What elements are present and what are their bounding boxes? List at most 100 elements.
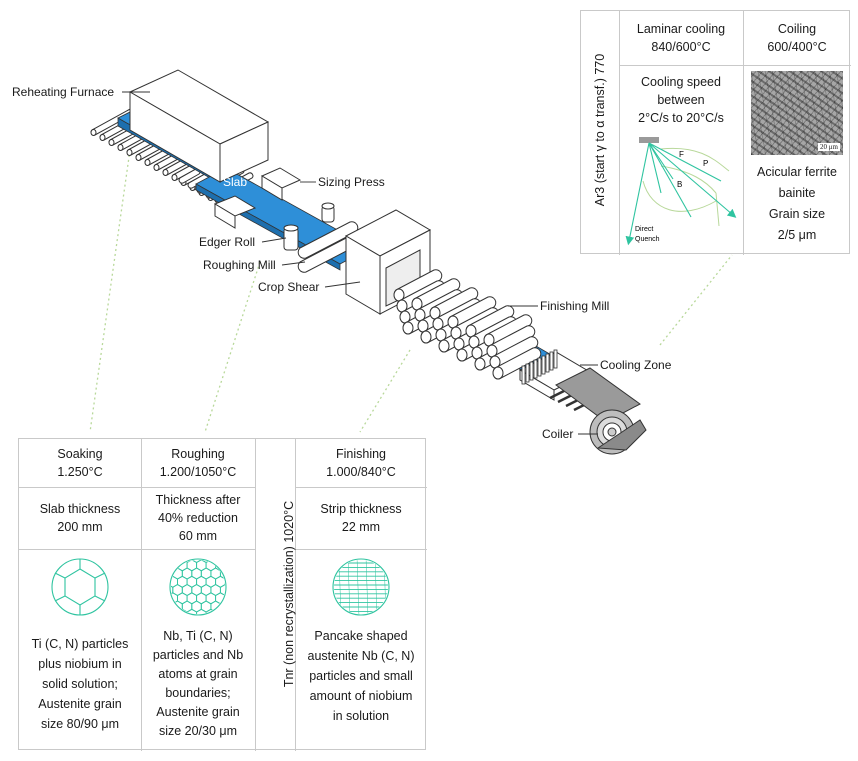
roughing-desc-3: atoms at grain (158, 667, 238, 681)
roughing-desc-2: particles and Nb (152, 648, 244, 662)
roughing-thick-line2: 40% reduction (158, 511, 238, 525)
hex-grain (210, 560, 221, 564)
finishing-thickness: Strip thickness 22 mm (295, 487, 427, 549)
hex-grain (210, 600, 221, 613)
roughing-title: Roughing (171, 447, 225, 461)
hex-grain (219, 560, 225, 564)
cooling-speed-line3: 2°C/s to 20°C/s (638, 111, 724, 125)
roughing-temp: 1.200/1050°C (159, 465, 237, 479)
label-coiler: Coiler (542, 427, 573, 441)
laminar-cooling-header: Laminar cooling 840/600°C (619, 11, 743, 65)
finishing-thick-line1: Strip thickness (320, 502, 402, 516)
soaking-thick-line1: Slab thickness (39, 502, 121, 516)
hex-grain (171, 600, 174, 613)
microstructure-photo: 20 μm (751, 71, 843, 155)
soaking-desc-4: Austenite grain (38, 697, 122, 711)
phase-b-label: B (677, 180, 682, 189)
label-roughing-mill: Roughing Mill (203, 258, 276, 272)
soaking-desc-1: Ti (C, N) particles (31, 637, 129, 651)
result-line3: Grain size (768, 207, 826, 221)
roughing-desc-6: size 20/30 μm (158, 724, 238, 738)
coiling-temp: 600/400°C (767, 40, 827, 54)
sizing-press (213, 167, 302, 229)
roughing-description: Nb, Ti (C, N) particles and Nb atoms at … (141, 621, 255, 747)
finishing-roll (447, 296, 497, 329)
phase-p-label: P (703, 159, 708, 168)
soaking-thickness: Slab thickness 200 mm (19, 487, 141, 549)
label-reheating-furnace: Reheating Furnace (12, 85, 114, 99)
micro-scale-label: 20 μm (818, 143, 840, 151)
hex-grain (224, 608, 225, 614)
roughing-header: Roughing 1.200/1050°C (141, 439, 255, 487)
phase-f-label: F (679, 150, 684, 159)
roughing-desc-5: Austenite grain (156, 705, 240, 719)
label-sizing-press: Sizing Press (318, 175, 385, 189)
laminar-temp: 840/600°C (651, 40, 711, 54)
pancake-divider (356, 560, 360, 614)
hex-grain (215, 608, 225, 614)
soaking-thick-line2: 200 mm (57, 520, 103, 534)
soaking-temp: 1.250°C (57, 465, 103, 479)
direct-quench-label-2: Quench (635, 236, 660, 243)
connector-soaking (89, 149, 131, 433)
finishing-desc-1: Pancake shaped (314, 629, 408, 643)
connector-cooling (659, 254, 733, 346)
tnr-vertical-label: Tnr (non recrystallization) 1020°C (282, 500, 296, 688)
coiler (555, 367, 647, 455)
label-edger-roll: Edger Roll (199, 235, 255, 249)
roughing-desc-1: Nb, Ti (C, N) (163, 629, 233, 643)
soaking-desc-5: size 80/90 μm (40, 717, 120, 731)
cooling-fin (549, 351, 554, 371)
hex-grain (219, 583, 225, 597)
cooling-fin (525, 363, 530, 383)
soaking-grain-icon (51, 558, 109, 616)
finishing-description: Pancake shaped austenite Nb (C, N) parti… (295, 621, 427, 731)
cooling-speed-text: Cooling speed between 2°C/s to 20°C/s (619, 69, 743, 131)
coiling-header: Coiling 600/400°C (743, 11, 851, 65)
finishing-roll (411, 278, 461, 311)
label-slab: Slab (223, 175, 247, 189)
finishing-title: Finishing (335, 447, 387, 461)
hex-grain (171, 608, 178, 614)
laminar-title: Laminar cooling (636, 22, 726, 36)
finishing-temp: 1.000/840°C (326, 465, 396, 479)
soaking-header: Soaking 1.250°C (19, 439, 141, 487)
reheating-furnace (128, 69, 270, 183)
cooling-fin (533, 359, 538, 379)
connector-finishing (359, 349, 411, 433)
hex-grain (172, 560, 183, 564)
connector-roughing (204, 261, 261, 433)
roughing-thick-line1: Thickness after (155, 493, 241, 507)
label-finishing-mill: Finishing Mill (540, 299, 609, 313)
hex-grain (224, 592, 225, 605)
finishing-roll (492, 347, 542, 380)
finishing-roll (483, 314, 533, 347)
finishing-roll (486, 325, 536, 358)
cooling-coiling-panel: Ar3 (start γ to α transf.) 770 Laminar c… (580, 10, 851, 255)
soaking-description: Ti (C, N) particles plus niobium in soli… (19, 621, 141, 747)
pancake-divider (374, 560, 378, 614)
cooling-fin (545, 353, 550, 373)
result-line1: Acicular ferrite (757, 165, 837, 179)
label-leaders (122, 91, 598, 435)
soaking-desc-2: plus niobium in (38, 657, 122, 671)
direct-quench-label-1: Direct (635, 226, 653, 233)
pancake-divider (338, 560, 342, 614)
finishing-grain-icon (332, 558, 390, 616)
hex-grain (224, 560, 225, 572)
roughing-thickness: Thickness after 40% reduction 60 mm (141, 487, 255, 549)
finishing-desc-5: in solution (332, 709, 390, 723)
cooling-fin (521, 365, 526, 385)
cooling-speed-line2: between (657, 93, 705, 107)
ar3-vertical-label: Ar3 (start γ to α transf.) 770 (593, 53, 607, 207)
soaking-title: Soaking (57, 447, 103, 461)
soaking-desc-3: solid solution; (42, 677, 118, 691)
cooling-fin (553, 349, 558, 369)
soaking-roughing-finishing-panel: Soaking 1.250°C Slab thickness 200 mm Ti… (18, 438, 427, 751)
finishing-thick-line2: 22 mm (341, 520, 381, 534)
pancake-divider (365, 560, 369, 614)
label-cooling-zone: Cooling Zone (600, 358, 672, 372)
runout-roller (549, 389, 565, 400)
cooling-fin (541, 355, 546, 375)
